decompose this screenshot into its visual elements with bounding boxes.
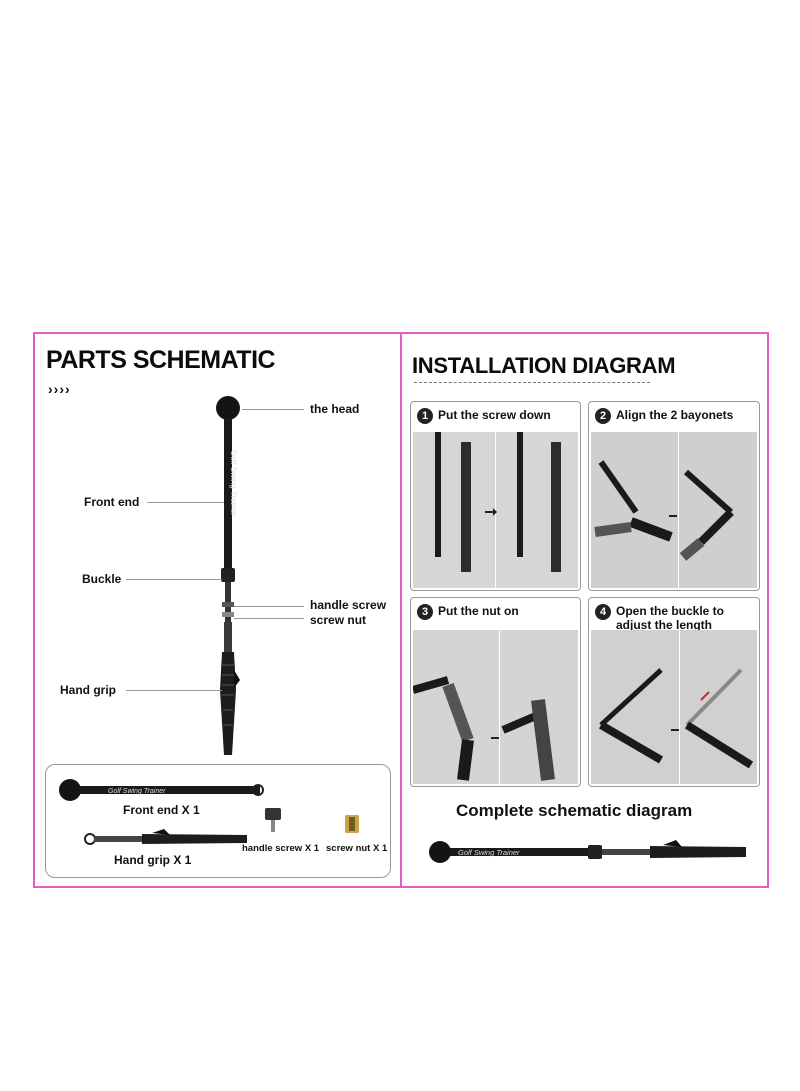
step-2-title: Align the 2 bayonets bbox=[616, 408, 734, 422]
step-3-title: Put the nut on bbox=[438, 604, 519, 618]
panel-divider bbox=[400, 332, 402, 888]
label-handle-screw: handle screw bbox=[310, 598, 387, 612]
part-label-front-end: Front end X 1 bbox=[123, 803, 200, 817]
hand-grip-part bbox=[84, 829, 247, 845]
step-4-photo bbox=[591, 630, 757, 784]
part-label-handle-screw: handle screw X 1 bbox=[242, 843, 320, 854]
step-1-photo bbox=[413, 432, 578, 588]
step-3-number: 3 bbox=[417, 604, 433, 620]
leader-handle-screw bbox=[234, 606, 304, 607]
step-4-card: 4 Open the buckle to adjust the length bbox=[588, 597, 760, 787]
title-dashed-rule bbox=[414, 382, 650, 383]
chevron-arrows-icon: ›››› bbox=[48, 381, 71, 397]
leader-buckle bbox=[126, 579, 222, 580]
step-3-card: 3 Put the nut on bbox=[410, 597, 581, 787]
installation-diagram-title: INSTALLATION DIAGRAM bbox=[412, 353, 676, 378]
step-1-card: 1 Put the screw down bbox=[410, 401, 581, 591]
step-2-photo bbox=[591, 432, 757, 588]
step-2-number: 2 bbox=[595, 408, 611, 424]
label-front-end: Front end bbox=[84, 495, 140, 509]
label-buckle: Buckle bbox=[82, 572, 122, 586]
complete-schematic-title: Complete schematic diagram bbox=[456, 801, 693, 820]
parts-schematic-title: PARTS SCHEMATIC bbox=[46, 346, 276, 374]
leader-hand-grip bbox=[126, 690, 222, 691]
leader-head bbox=[242, 409, 304, 410]
step-1-number: 1 bbox=[417, 408, 433, 424]
step-1-title: Put the screw down bbox=[438, 408, 551, 422]
step-4-number: 4 bbox=[595, 604, 611, 620]
complete-assembled-trainer: Golf Swing Trainer bbox=[429, 840, 746, 863]
parts-list-box bbox=[45, 764, 391, 878]
leader-screw-nut bbox=[234, 618, 304, 619]
step-2-card: 2 Align the 2 bayonets bbox=[588, 401, 760, 591]
svg-text:Golf Swing Trainer: Golf Swing Trainer bbox=[229, 450, 238, 516]
front-end-part: Golf Swing Trainer bbox=[59, 779, 264, 801]
trainer-rod-vertical: Golf Swing Trainer bbox=[216, 396, 240, 755]
complete-shaft-text: Golf Swing Trainer bbox=[458, 848, 520, 857]
part-label-hand-grip: Hand grip X 1 bbox=[114, 853, 192, 867]
screw-nut-icon bbox=[345, 815, 359, 833]
label-hand-grip: Hand grip bbox=[60, 683, 116, 697]
svg-text:Golf Swing Trainer: Golf Swing Trainer bbox=[108, 788, 166, 795]
part-label-screw-nut: screw nut X 1 bbox=[326, 843, 388, 854]
step-4-title: Open the buckle to adjust the length bbox=[616, 604, 725, 632]
label-screw-nut: screw nut bbox=[310, 613, 367, 627]
step-3-photo bbox=[413, 630, 578, 784]
handle-screw-icon bbox=[265, 808, 281, 832]
label-the-head: the head bbox=[310, 402, 360, 416]
leader-front-end bbox=[147, 502, 224, 503]
